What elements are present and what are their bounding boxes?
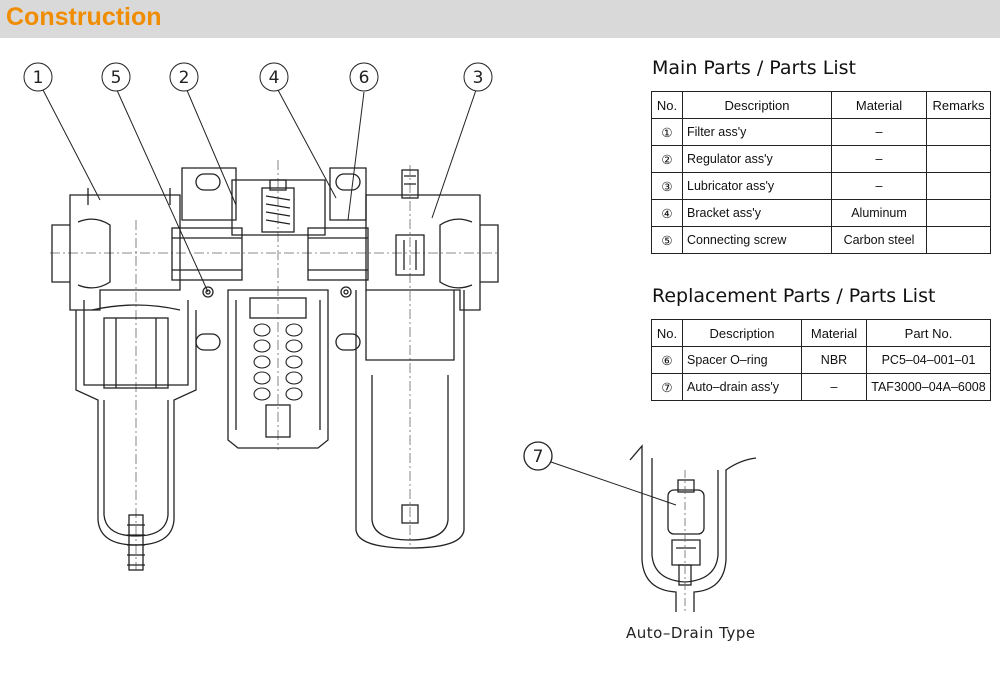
table-row: ② Regulator ass'y – <box>651 145 991 173</box>
cell-no: ③ <box>651 172 683 200</box>
cell-part-no: TAF3000–04A–6008 <box>866 373 991 401</box>
svg-text:2: 2 <box>179 68 190 88</box>
main-parts-table: No. Description Material Remarks ① Filte… <box>651 91 991 254</box>
callout-3: 3 <box>463 62 493 92</box>
cell-remarks <box>926 172 991 200</box>
svg-text:3: 3 <box>473 68 484 88</box>
table-header-row: No. Description Material Part No. <box>651 319 991 347</box>
cell-material: – <box>831 118 927 146</box>
replacement-parts-table: No. Description Material Part No. ⑥ Spac… <box>651 319 991 401</box>
cell-description: Auto–drain ass'y <box>682 373 802 401</box>
cell-description: Spacer O–ring <box>682 346 802 374</box>
column-header: Description <box>682 319 802 347</box>
spring-coils <box>253 323 303 401</box>
column-header: Material <box>801 319 867 347</box>
cell-remarks <box>926 145 991 173</box>
table-row: ⑤ Connecting screw Carbon steel <box>651 226 991 254</box>
table-row: ③ Lubricator ass'y – <box>651 172 991 200</box>
cell-material: – <box>831 145 927 173</box>
cell-description: Regulator ass'y <box>682 145 832 173</box>
replacement-parts-title: Replacement Parts / Parts List <box>652 285 936 307</box>
column-header: Remarks <box>926 91 991 119</box>
cell-material: – <box>831 172 927 200</box>
cell-no: ⑤ <box>651 226 683 254</box>
page-title: Construction <box>6 3 162 31</box>
auto-drain-caption: Auto–Drain Type <box>626 624 756 642</box>
cell-no: ⑦ <box>651 373 683 401</box>
auto-drain-detail-drawing: 7 <box>523 441 757 612</box>
callout-7: 7 <box>523 441 553 471</box>
callout-5: 5 <box>101 62 131 92</box>
column-header: Part No. <box>866 319 991 347</box>
column-header: No. <box>651 319 683 347</box>
cell-part-no: PC5–04–001–01 <box>866 346 991 374</box>
cell-description: Bracket ass'y <box>682 199 832 227</box>
cell-no: ① <box>651 118 683 146</box>
callout-4: 4 <box>259 62 289 92</box>
column-header: No. <box>651 91 683 119</box>
cell-description: Filter ass'y <box>682 118 832 146</box>
cell-remarks <box>926 226 991 254</box>
main-parts-title: Main Parts / Parts List <box>652 57 856 79</box>
cell-remarks <box>926 118 991 146</box>
cell-remarks <box>926 199 991 227</box>
callout-6: 6 <box>349 62 379 92</box>
cell-description: Lubricator ass'y <box>682 172 832 200</box>
cell-material: – <box>801 373 867 401</box>
table-row: ④ Bracket ass'y Aluminum <box>651 199 991 227</box>
svg-text:1: 1 <box>33 68 44 88</box>
cell-no: ⑥ <box>651 346 683 374</box>
svg-text:6: 6 <box>359 68 370 88</box>
frl-assembly-drawing <box>41 87 500 571</box>
svg-text:7: 7 <box>533 447 544 467</box>
callout-layer: 1 5 2 4 6 3 <box>23 62 493 92</box>
svg-text:5: 5 <box>111 68 122 88</box>
svg-text:4: 4 <box>269 68 280 88</box>
column-header: Description <box>682 91 832 119</box>
column-header: Material <box>831 91 927 119</box>
page-header: Construction <box>0 0 1000 38</box>
cell-no: ② <box>651 145 683 173</box>
table-row: ⑥ Spacer O–ring NBR PC5–04–001–01 <box>651 346 991 374</box>
callout-1: 1 <box>23 62 53 92</box>
cell-material: NBR <box>801 346 867 374</box>
cell-no: ④ <box>651 199 683 227</box>
table-row: ⑦ Auto–drain ass'y – TAF3000–04A–6008 <box>651 373 991 401</box>
table-row: ① Filter ass'y – <box>651 118 991 146</box>
callout-2: 2 <box>169 62 199 92</box>
leader-lines <box>41 87 477 293</box>
cell-material: Carbon steel <box>831 226 927 254</box>
cell-material: Aluminum <box>831 199 927 227</box>
table-header-row: No. Description Material Remarks <box>651 91 991 119</box>
cell-description: Connecting screw <box>682 226 832 254</box>
